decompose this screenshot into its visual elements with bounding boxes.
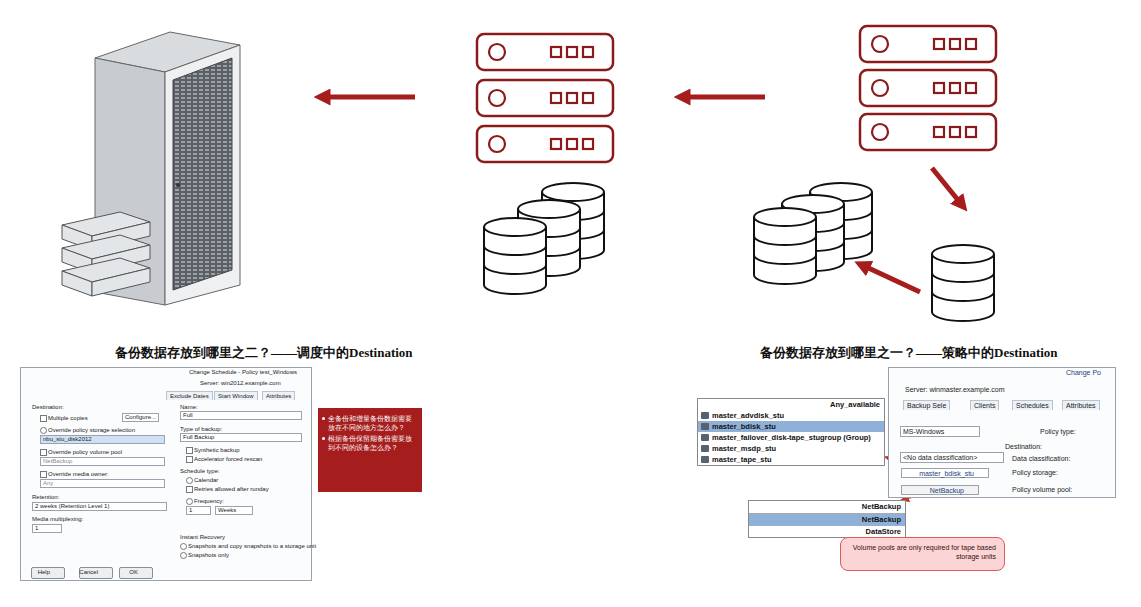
- ui-label: Any: [40, 479, 165, 488]
- ui-label: Policy type:: [1040, 427, 1076, 436]
- ui-label: Attributes: [1062, 400, 1100, 410]
- ui-label: Schedules: [1012, 400, 1053, 410]
- node-text: Change Po: [1066, 369, 1101, 376]
- node-text: master_tape_stu: [698, 454, 884, 465]
- button: Help: [31, 567, 65, 579]
- node-text: master_msdp_stu: [698, 443, 884, 454]
- ui-label: Calendar: [186, 476, 218, 484]
- node-text: master_bdisk_stu: [698, 421, 884, 432]
- ui-label: Server: win2012.example.com: [200, 379, 281, 387]
- volume-pool-field: NetBackup: [901, 485, 979, 495]
- node-text: master_failover_disk-tape_stugroup (Grou…: [698, 432, 884, 443]
- tower-server: [62, 32, 240, 305]
- node-text: master_advdisk_stu: [698, 410, 884, 421]
- ui-label: 2 weeks (Retention Level 1): [32, 502, 167, 511]
- ui-label: Weeks: [215, 506, 253, 515]
- ui-label: NetBackup: [40, 457, 165, 466]
- ui-label: <No data classification>: [900, 452, 1004, 463]
- ui-label: Retention:: [32, 493, 59, 501]
- ui-label: Retries allowed after runday: [186, 485, 269, 493]
- node-text: NetBackup: [930, 487, 964, 495]
- ui-label: Start Window: [214, 391, 258, 400]
- node-text: Cancel: [79, 569, 98, 575]
- node-text: OK: [129, 569, 138, 575]
- ui-label: MS-Windows: [900, 426, 980, 437]
- ui-label: Snapshots only: [180, 551, 229, 559]
- button: Cancel: [79, 567, 113, 579]
- ui-label: Accelerator forced rescan: [186, 455, 262, 463]
- node-text: Change Schedule - Policy test_Windows: [189, 369, 297, 375]
- node-text: Any_available: [698, 399, 884, 410]
- ui-label: Override policy volume pool: [40, 448, 122, 456]
- node-text: Volume pools are only required for tape …: [853, 544, 996, 560]
- ui-label: Snapshots and copy snapshots to a storag…: [180, 542, 316, 550]
- caption: 备份数据存放到哪里之一？——策略中的Destination: [760, 345, 1058, 361]
- flow-arrows: [322, 97, 962, 292]
- ui-label: Type of backup:: [180, 425, 222, 433]
- ui-label: Full Backup: [180, 433, 302, 442]
- button: OK: [119, 567, 153, 579]
- ui-label: Synthetic backup: [186, 446, 240, 454]
- ui-label: Destination:: [32, 403, 64, 411]
- ui-label: Policy volume pool:: [1012, 485, 1072, 494]
- node-text: NetBackup: [749, 514, 905, 526]
- ui-label: 1: [186, 506, 211, 515]
- server-stacks: [477, 26, 996, 162]
- ui-label: Backup Sele: [903, 400, 950, 410]
- ui-label: Configure...: [122, 413, 159, 422]
- ui-label: Clients: [970, 400, 999, 410]
- tip-callout: Volume pools are only required for tape …: [840, 537, 1005, 571]
- ui-label: Destination:: [1005, 442, 1042, 451]
- ui-label: Policy storage:: [1012, 468, 1058, 477]
- ui-label: Override media owner:: [40, 470, 109, 478]
- ui-label: Server: winmaster.example.com: [905, 385, 1005, 394]
- ui-label: Frequency:: [186, 497, 224, 505]
- node-text: 全备份和增量备份数据需要放在不同的地方怎么办？: [328, 414, 417, 432]
- ui-label: Media multiplexing:: [32, 515, 83, 523]
- ui-label: Exclude Dates: [166, 391, 213, 400]
- ui-label: Schedule type:: [180, 467, 220, 475]
- ui-label: Instant Recovery: [180, 533, 225, 541]
- ui-label: Full: [180, 411, 302, 420]
- node-text: 根据备份保留期备份需要放到不同的设备怎么办？: [328, 434, 417, 452]
- storage-unit-list: Any_availablemaster_advdisk_stumaster_bd…: [697, 398, 885, 466]
- node-text: master_bdisk_stu: [919, 470, 974, 478]
- ui-label: Multiple copies: [40, 414, 88, 422]
- caption: 备份数据存放到哪里之二？——调度中的Destination: [115, 345, 413, 361]
- ui-label: Attributes: [262, 391, 295, 400]
- question-callout: 全备份和增量备份数据需要放在不同的地方怎么办？ 根据备份保留期备份需要放到不同的设…: [318, 408, 422, 492]
- database-stacks: [484, 183, 994, 321]
- node-text: Help: [38, 569, 50, 575]
- ui-label: nbu_stu_disk2012: [40, 435, 165, 444]
- node-text: NetBackup: [749, 501, 905, 514]
- ui-label: Data classification:: [1012, 454, 1070, 463]
- ui-label: Override policy storage selection: [40, 426, 135, 434]
- ui-label: 1: [32, 524, 62, 533]
- ui-label: Name:: [180, 403, 198, 411]
- storage-field: master_bdisk_stu: [901, 468, 989, 478]
- volume-pool-dropdown: NetBackupNetBackupDataStore: [748, 500, 906, 538]
